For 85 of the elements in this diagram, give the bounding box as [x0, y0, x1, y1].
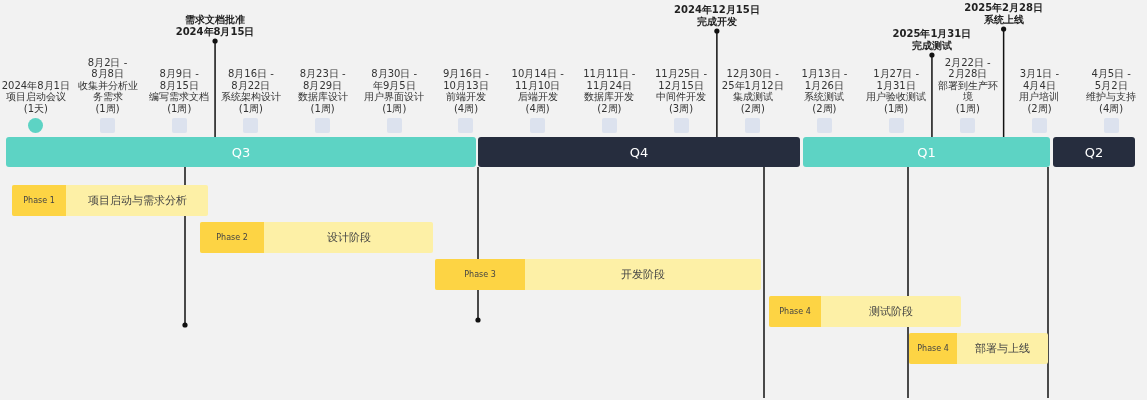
phase-name: 测试阶段	[868, 303, 914, 319]
quarter-band	[478, 137, 800, 167]
task-date: 4月5日 - 5月2日	[1090, 68, 1132, 91]
milestone-label: 完成测试	[911, 40, 952, 52]
task-date: 3月1日 - 4月4日	[1018, 68, 1061, 91]
task-date: 9月16日 - 10月13日	[442, 68, 490, 91]
task-duration: (4周)	[525, 102, 550, 114]
phase-name: 开发阶段	[620, 266, 666, 282]
phase-bar	[769, 296, 961, 327]
quarter-band	[6, 137, 476, 167]
task-date: 12月30日 - 25年1月12日	[720, 68, 785, 91]
task-name: 集成测试	[732, 91, 773, 103]
task-name: 部署到生产环境	[936, 79, 999, 103]
task-date: 10月14日 - 11月10日	[510, 68, 565, 91]
task-duration: (1周)	[167, 102, 192, 114]
task-name: 用户培训	[1019, 91, 1060, 103]
task-duration: (2周)	[812, 102, 837, 114]
task-duration: (1周)	[238, 102, 263, 114]
task-name: 维护与支持	[1086, 91, 1137, 103]
task-date: 11月25日 - 12月15日	[653, 68, 709, 91]
milestone-title: 2025年1月31日	[892, 28, 972, 40]
task-date: 8月2日 - 8月8日	[86, 56, 129, 80]
phase-bar	[12, 185, 208, 216]
task-date: 2月22日 - 2月28日	[943, 56, 992, 80]
milestone-line	[714, 28, 720, 138]
task-duration: (2周)	[740, 102, 765, 114]
task-date: 8月16日 - 8月22日	[226, 68, 275, 91]
task-duration: (1周)	[95, 102, 120, 114]
quarter-label: Q3	[231, 144, 251, 160]
phase-tag: Phase 1	[12, 185, 66, 216]
task-date: 8月9日 - 8月15日	[158, 68, 199, 91]
guide-line	[1047, 166, 1049, 399]
milestone-line	[1001, 26, 1007, 138]
phase-bar	[435, 259, 761, 290]
phase-name: 设计阶段	[325, 229, 372, 245]
task-duration: (1周)	[884, 102, 909, 114]
milestone-title: 2025年2月28日	[964, 2, 1043, 14]
phase-tag: Phase 2	[200, 222, 264, 253]
task-name: 编写需求文档	[149, 91, 210, 103]
task-name: 前端开发	[445, 91, 486, 103]
task-duration: (1周)	[310, 102, 335, 114]
task-name: 数据库开发	[584, 91, 635, 103]
quarter-band	[803, 137, 1050, 167]
phase-bar	[200, 222, 433, 253]
milestone-label: 系统上线	[983, 14, 1024, 26]
task-duration: (3周)	[668, 102, 694, 114]
task-duration: (4周)	[1099, 102, 1124, 114]
phase-tag: Phase 4	[769, 296, 821, 327]
phase-tag: Phase 4	[909, 333, 957, 364]
task-name: 系统测试	[804, 91, 845, 103]
task-name: 用户界面设计	[364, 91, 425, 103]
phase-name: 部署与上线	[974, 340, 1031, 356]
task-name: 中间件开发	[656, 91, 707, 103]
task-name: 数据库设计	[297, 91, 348, 103]
task-duration: (1天)	[23, 102, 48, 114]
quarter-label: Q1	[917, 144, 936, 160]
milestone-title: 2024年12月15日	[674, 4, 760, 16]
quarter-band	[1053, 137, 1135, 167]
milestone-line	[929, 52, 935, 138]
task-name: 收集并分析业务需求	[76, 79, 139, 103]
milestone-label: 完成开发	[696, 16, 737, 28]
phase-bar	[909, 333, 1048, 364]
guide-line	[763, 166, 765, 399]
milestone-line	[212, 38, 218, 138]
task-name: 项目启动会议	[5, 91, 66, 103]
task-name: 系统架构设计	[220, 91, 281, 103]
task-date: 11月11日 - 11月24日	[582, 68, 637, 91]
task-date: 2024年8月1日	[1, 79, 70, 91]
task-name: 后端开发	[517, 91, 558, 103]
task-duration: (1周)	[382, 102, 407, 114]
task-date: 8月30日 - 年9月5日	[370, 68, 419, 91]
task-name: 用户验收测试	[866, 91, 927, 103]
task-duration: (1周)	[955, 102, 980, 114]
quarter-label: Q4	[629, 144, 649, 160]
phase-tag: Phase 3	[435, 259, 525, 290]
task-duration: (4周)	[453, 102, 479, 114]
quarter-label: Q2	[1084, 144, 1104, 160]
task-date: 8月23日 - 8月29日	[298, 68, 347, 91]
task-date: 1月27日 - 1月31日	[872, 68, 921, 91]
task-duration: (2周)	[597, 102, 622, 114]
milestone-title: 需求文档批准	[185, 14, 246, 26]
milestone-label: 2024年8月15日	[175, 26, 255, 38]
task-duration: (2周)	[1027, 102, 1052, 114]
phase-name: 项目启动与需求分析	[86, 192, 188, 208]
task-date: 1月13日 - 1月26日	[800, 68, 849, 91]
